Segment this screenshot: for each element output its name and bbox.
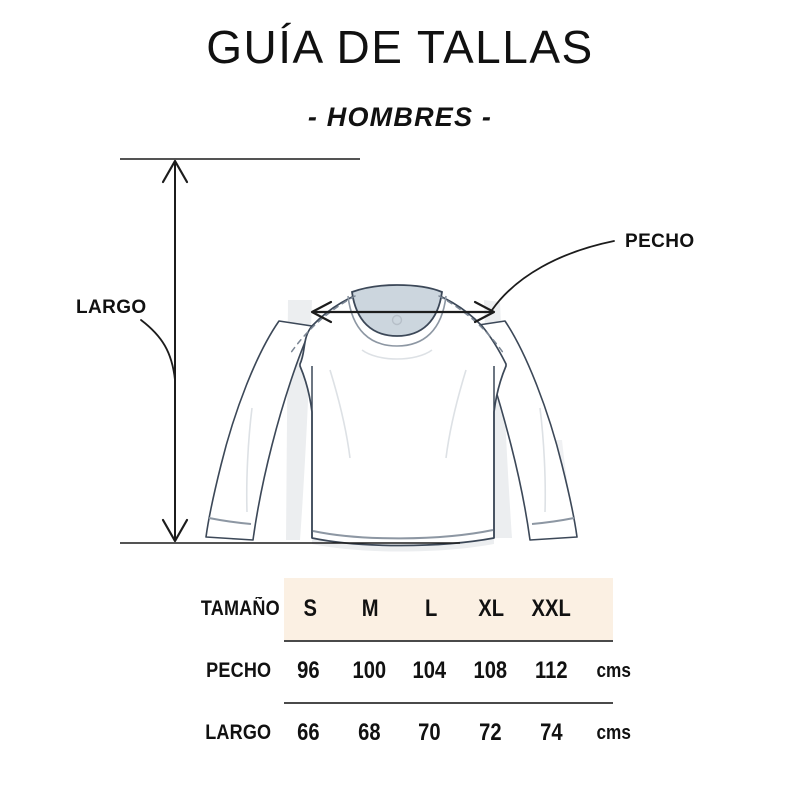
table-header-background [284,578,613,640]
tshirt-illustration [0,140,800,570]
length-unit: cms [596,721,632,744]
neckline [347,284,447,347]
length-value-xxl: 74 [539,719,563,746]
table-header-cell-m: M [362,595,379,622]
table-header-cell-l: L [424,595,437,622]
fabric-folds [245,349,547,513]
chest-value-s: 96 [297,657,320,684]
table-rule-1 [284,640,613,642]
row-label-length: LARGO [205,721,272,744]
table-header-cell-xxl: XXL [531,595,572,622]
chest-value-m: 100 [352,657,386,684]
table-header-row: TAMAÑO S M L XL XXL [188,578,660,640]
left-sleeve [205,320,313,541]
chest-value-xxl: 112 [534,657,568,684]
chest-unit: cms [596,659,632,682]
length-value-s: 66 [297,719,320,746]
neck-tag-icon [391,314,403,326]
table-row: LARGO 66 68 70 72 74 cms [188,702,660,764]
table-rule-2 [284,702,613,704]
chest-label: PECHO [625,231,695,252]
length-value-m: 68 [357,719,381,746]
chest-value-l: 104 [412,657,447,684]
table-header-label: TAMAÑO [200,597,280,620]
body-seams [311,366,495,538]
row-label-chest: PECHO [206,659,272,682]
chest-dimension [310,300,496,324]
length-value-xl: 72 [479,719,502,746]
table-header-cell-s: S [303,595,317,622]
length-leader-line [140,319,176,381]
length-label: LARGO [76,297,147,318]
table-header-cell-xl: XL [478,595,505,622]
chest-leader-line [491,240,615,311]
shoulder-stitching [289,295,505,355]
page-subtitle: - HOMBRES - [307,102,493,132]
page-title: GUÍA DE TALLAS [206,21,594,73]
chest-value-xl: 108 [473,657,508,684]
length-value-l: 70 [418,719,441,746]
size-table: TAMAÑO S M L XL XXL PECHO 96 100 104 108… [188,578,660,768]
table-row: PECHO 96 100 104 108 112 cms [188,640,660,702]
length-dimension [120,158,460,544]
bottom-hem [312,529,494,540]
